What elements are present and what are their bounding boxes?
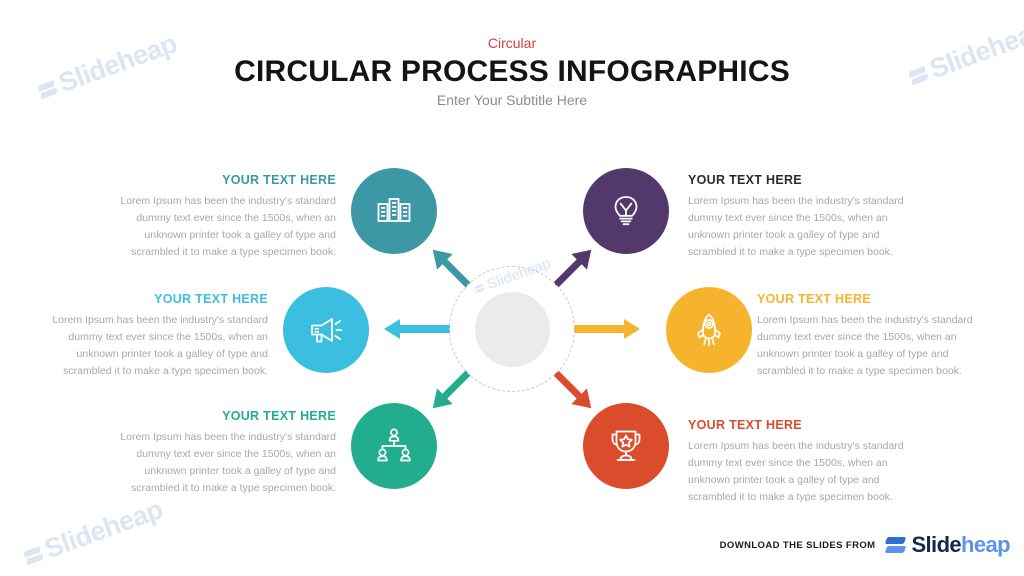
trophy-icon: [611, 430, 641, 461]
node-heading: YOUR TEXT HERE: [154, 292, 268, 306]
node-body: Lorem Ipsum has been the industry's stan…: [120, 195, 336, 258]
watermark-bottom-left: Slideheap: [19, 494, 167, 573]
node-heading: YOUR TEXT HERE: [757, 292, 871, 306]
node-circle-bottom-right[interactable]: [583, 403, 669, 489]
node-circle-bottom-left[interactable]: [351, 403, 437, 489]
text-block-top-left: YOUR TEXT HERE Lorem Ipsum has been the …: [100, 173, 336, 261]
node-circle-top-left[interactable]: [351, 168, 437, 254]
lightbulb-icon: [614, 196, 638, 226]
node-body: Lorem Ipsum has been the industry's stan…: [120, 431, 336, 494]
eyebrow-label: Circular: [487, 35, 537, 51]
text-block-bottom-right: YOUR TEXT HERE Lorem Ipsum has been the …: [688, 418, 924, 506]
center-hub-ring: [449, 266, 575, 392]
page-title: CIRCULAR PROCESS INFOGRAPHICS: [234, 55, 790, 88]
node-body: Lorem Ipsum has been the industry's stan…: [688, 440, 904, 503]
org-chart-icon: [377, 428, 411, 462]
brand-name-part2: heap: [961, 532, 1011, 557]
node-heading: YOUR TEXT HERE: [222, 173, 336, 187]
node-heading: YOUR TEXT HERE: [688, 173, 802, 187]
node-heading: YOUR TEXT HERE: [222, 409, 336, 423]
rocket-icon: [697, 313, 721, 347]
download-label: DOWNLOAD THE SLIDES FROM: [719, 539, 876, 551]
text-block-top-right: YOUR TEXT HERE Lorem Ipsum has been the …: [688, 173, 924, 261]
watermark-text: Slideheap: [40, 493, 167, 565]
node-body: Lorem Ipsum has been the industry's stan…: [688, 195, 904, 258]
node-circle-middle-right[interactable]: [666, 287, 752, 373]
slideheap-logo-icon: [885, 534, 907, 556]
node-circle-top-right[interactable]: [583, 168, 669, 254]
page-subtitle: Enter Your Subtitle Here: [436, 92, 588, 108]
arrow-middle-right: [574, 319, 640, 339]
buildings-icon: [377, 198, 411, 222]
footer-branding: DOWNLOAD THE SLIDES FROM Slideheap: [719, 534, 1011, 556]
arrow-middle-left: [384, 319, 450, 339]
center-hub-core: [475, 292, 550, 367]
text-block-middle-left: YOUR TEXT HERE Lorem Ipsum has been the …: [32, 292, 268, 380]
node-body: Lorem Ipsum has been the industry's stan…: [757, 314, 973, 377]
node-circle-middle-left[interactable]: [283, 287, 369, 373]
text-block-bottom-left: YOUR TEXT HERE Lorem Ipsum has been the …: [100, 409, 336, 497]
text-block-middle-right: YOUR TEXT HERE Lorem Ipsum has been the …: [757, 292, 993, 380]
slideheap-brand[interactable]: Slideheap: [885, 534, 1010, 556]
node-body: Lorem Ipsum has been the industry's stan…: [52, 314, 268, 377]
brand-name-part1: Slide: [911, 532, 962, 557]
megaphone-icon: [311, 318, 343, 343]
node-heading: YOUR TEXT HERE: [688, 418, 802, 432]
slideheap-logo-icon: [21, 542, 47, 568]
